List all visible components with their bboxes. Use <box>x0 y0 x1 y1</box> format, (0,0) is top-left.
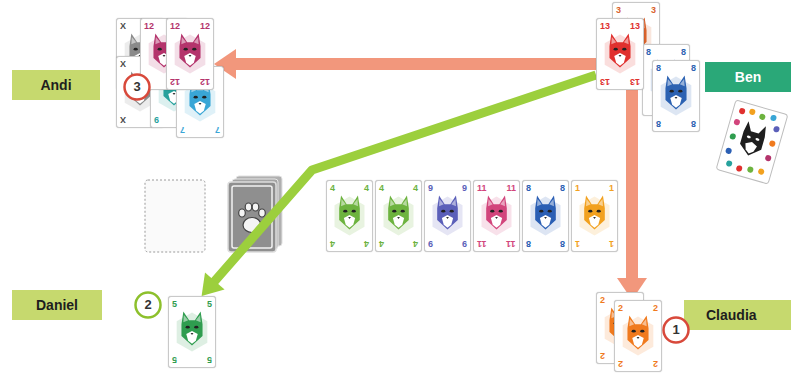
move-arrow <box>617 90 647 300</box>
card-number: 5 <box>172 355 177 365</box>
empty-discard-slot <box>145 180 205 252</box>
card-number: 11 <box>506 183 516 193</box>
card-number: 1 <box>575 183 580 193</box>
card-number: 1 <box>609 239 614 249</box>
arrow-shaft <box>214 75 596 282</box>
playing-card: 5 5 5 5 <box>168 296 216 368</box>
playing-card: 1 1 1 1 <box>571 180 618 252</box>
playing-card: 12 12 12 12 <box>166 18 214 90</box>
callout-number: 2 <box>144 298 151 312</box>
playing-card: 8 8 8 8 <box>522 180 569 252</box>
playing-card: 11 11 11 11 <box>473 180 520 252</box>
card-number: 2 <box>653 359 658 369</box>
card-number: 3 <box>651 5 656 15</box>
player-name: Andi <box>40 77 71 93</box>
arrow-head <box>202 272 225 296</box>
card-number: 9 <box>462 183 467 193</box>
card-number: 4 <box>364 183 369 193</box>
card-number: 5 <box>207 355 212 365</box>
player-label: Andi <box>12 70 100 100</box>
card-number: 5 <box>207 299 212 309</box>
card-number: 12 <box>144 21 154 31</box>
callout-number: 3 <box>133 80 140 94</box>
card-number: 2 <box>653 303 658 313</box>
arrow-shaft <box>626 90 638 279</box>
card-number: 12 <box>170 77 180 87</box>
card-number: 12 <box>170 21 180 31</box>
player-label: Ben <box>705 62 791 92</box>
card-number: 4 <box>413 239 418 249</box>
card-number: 8 <box>526 183 531 193</box>
arrow-shaft <box>235 58 596 70</box>
card-number: 11 <box>477 183 487 193</box>
card-number: 8 <box>560 239 565 249</box>
card-number: 4 <box>413 183 418 193</box>
card-number: 4 <box>364 239 369 249</box>
playing-card: 4 4 4 4 <box>326 180 373 252</box>
player-name: Ben <box>735 69 761 85</box>
callout-number: 1 <box>672 323 679 337</box>
move-arrow <box>214 49 596 79</box>
player-name: Daniel <box>36 297 78 313</box>
card-number: 9 <box>428 239 433 249</box>
card-number: 8 <box>656 63 661 73</box>
card-number: 13 <box>630 21 640 31</box>
card-number: 12 <box>200 77 210 87</box>
player-name: Claudia <box>706 307 757 323</box>
card-number: 13 <box>630 77 640 87</box>
card-number: X <box>120 115 126 125</box>
card-number: 12 <box>200 21 210 31</box>
card-number: 9 <box>154 115 159 125</box>
card-number: 8 <box>691 119 696 129</box>
card-number: X <box>120 21 126 31</box>
player-label: Daniel <box>12 290 102 320</box>
callout-circle: 3 <box>123 73 151 101</box>
card-number: 9 <box>462 239 467 249</box>
card-number: 9 <box>428 183 433 193</box>
card-number: 2 <box>618 359 623 369</box>
player-label: Claudia <box>684 300 791 330</box>
card-number: 2 <box>600 351 605 361</box>
callout-circle: 2 <box>134 291 162 319</box>
card-number: 3 <box>616 5 621 15</box>
card-number: 2 <box>600 295 605 305</box>
card-number: 8 <box>656 119 661 129</box>
card-number: 11 <box>477 239 487 249</box>
playing-card: 13 13 13 13 <box>596 18 644 90</box>
card-number: 7 <box>180 125 185 135</box>
card-number: 4 <box>379 239 384 249</box>
card-number: 1 <box>609 183 614 193</box>
move-arrow <box>202 75 596 296</box>
playing-card: 9 9 9 9 <box>424 180 471 252</box>
card-number: 8 <box>526 239 531 249</box>
card-number: 4 <box>330 183 335 193</box>
card-number: 8 <box>646 47 651 57</box>
ben-card-back <box>716 100 788 184</box>
card-number: 13 <box>600 77 610 87</box>
playing-card: 8 8 8 8 <box>652 60 700 132</box>
card-number: 11 <box>506 239 516 249</box>
card-number: 1 <box>575 239 580 249</box>
callout-circle: 1 <box>662 316 690 344</box>
card-number: 8 <box>681 47 686 57</box>
card-number: 8 <box>560 183 565 193</box>
card-number: 8 <box>691 63 696 73</box>
card-number: 2 <box>618 303 623 313</box>
card-number: 4 <box>379 183 384 193</box>
playing-card: 2 2 2 2 <box>614 300 662 372</box>
card-number: X <box>120 59 126 69</box>
card-number: 7 <box>215 125 220 135</box>
card-number: 4 <box>330 239 335 249</box>
playing-card: 4 4 4 4 <box>375 180 422 252</box>
card-number: 5 <box>172 299 177 309</box>
card-number: 13 <box>600 21 610 31</box>
